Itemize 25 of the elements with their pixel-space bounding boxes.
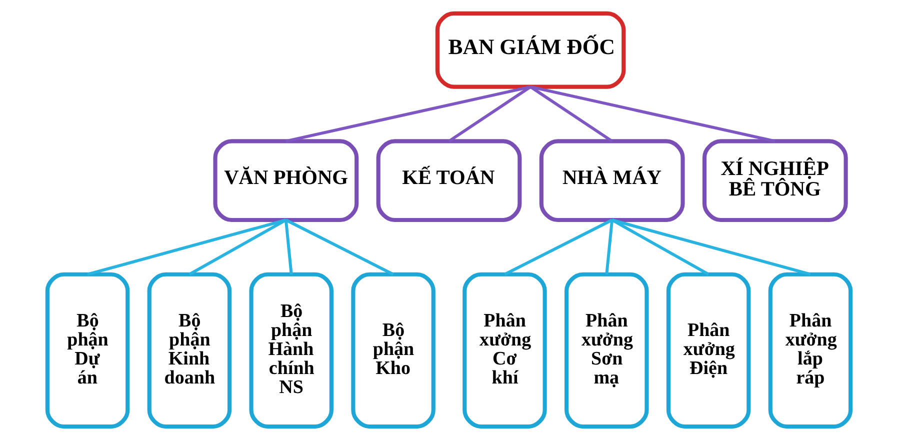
node-box: BAN GIÁM ĐỐC — [435, 11, 626, 89]
connector — [87, 218, 286, 276]
connector — [504, 218, 613, 276]
node-box: Bộ phận Kinh doanh — [147, 272, 232, 429]
node-box: Bộ phận Kho — [351, 272, 436, 429]
node-box: Phân xưởng Cơ khí — [462, 272, 547, 429]
node-box: Bộ phận Dự án — [45, 272, 130, 429]
node-box: NHÀ MÁY — [539, 139, 685, 222]
node-box: Phân xưởng lắp ráp — [768, 272, 853, 429]
connector — [284, 220, 293, 274]
node-box: XÍ NGHIỆP BÊ TÔNG — [702, 139, 848, 222]
connector — [285, 218, 394, 276]
connector — [605, 220, 614, 274]
connector — [612, 218, 811, 276]
connector — [530, 85, 776, 143]
connector — [611, 218, 710, 276]
node-box: VĂN PHÒNG — [213, 139, 359, 222]
node-box: KẾ TOÁN — [376, 139, 522, 222]
node-box: Phân xưởng Điện — [666, 272, 751, 429]
node-box: Bộ phận Hành chính NS — [249, 272, 334, 429]
connector — [448, 86, 532, 142]
node-box: Phân xưởng Sơn mạ — [564, 272, 649, 429]
connector — [286, 85, 531, 143]
connector — [530, 86, 613, 142]
connector — [188, 218, 287, 276]
